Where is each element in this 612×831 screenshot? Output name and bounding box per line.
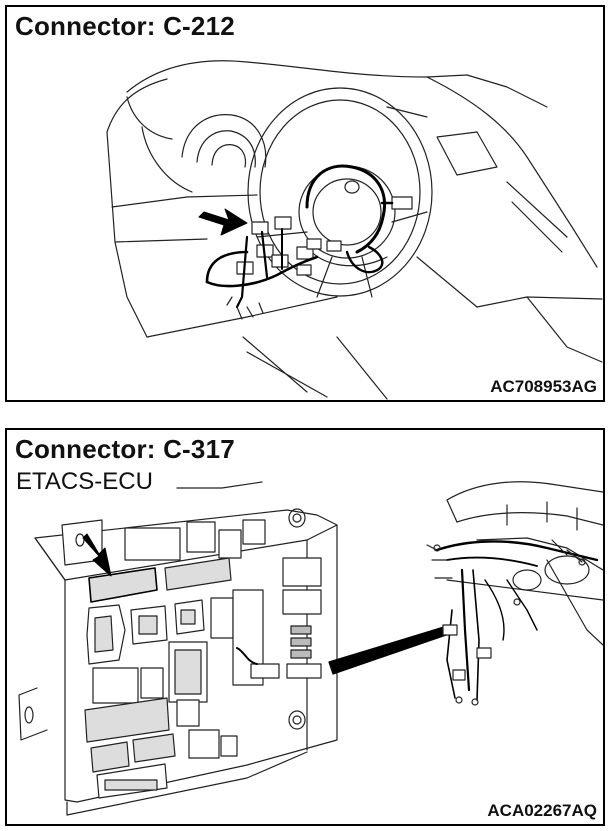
figure-code: ACA02267AQ: [487, 801, 597, 820]
figure-title: Connector: C-212: [15, 11, 235, 41]
figure-connector-c317: Connector: C-317 ETACS-ECU ACA02267AQ: [5, 428, 605, 826]
figure-code: AC708953AG: [490, 377, 597, 396]
figure-title: Connector: C-317: [15, 434, 235, 464]
figure-connector-c212: Connector: C-212 AC708953AG: [5, 5, 605, 402]
arrow-icon: [82, 533, 112, 577]
arrow-icon: [198, 208, 248, 236]
figure-subtitle: ETACS-ECU: [16, 468, 153, 495]
steering-column-drawing: [106, 60, 603, 400]
etacs-ecu-drawing: [18, 481, 603, 816]
